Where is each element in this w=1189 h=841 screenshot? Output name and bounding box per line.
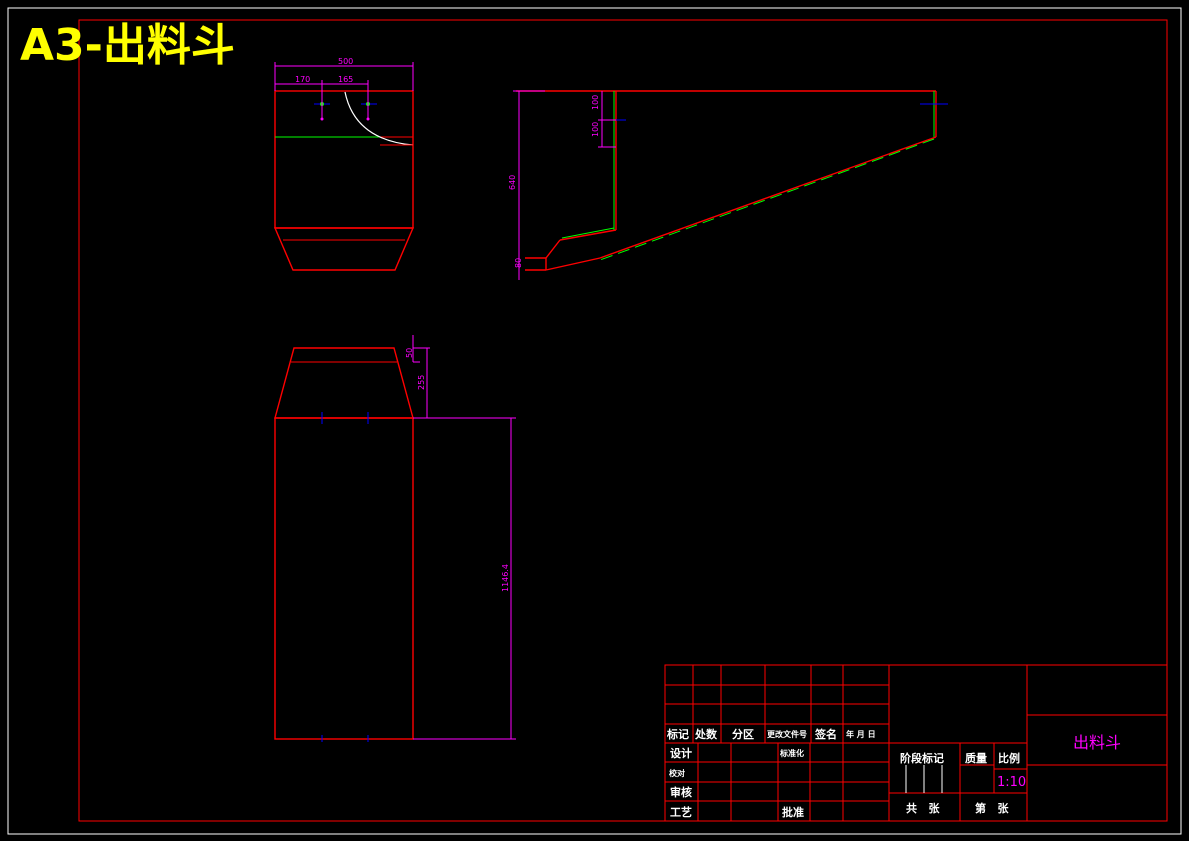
tb-weight-label: 质量	[965, 751, 987, 765]
tb-approve: 批准	[782, 805, 804, 819]
dim-top-left: 170	[295, 75, 310, 84]
tb-standard: 标准化	[779, 748, 804, 758]
dim-side-h1: 100	[591, 95, 600, 110]
dim-front-height: 1146.4	[501, 564, 510, 592]
tb-ratio-label: 比例	[998, 751, 1020, 765]
sheet-title: A3-出料斗	[20, 20, 235, 71]
tb-design: 设计	[670, 746, 692, 760]
tb-zone: 分区	[732, 727, 754, 741]
tb-proofread: 校对	[669, 768, 685, 778]
tb-review: 审核	[670, 785, 692, 799]
dim-side-total: 640	[508, 175, 517, 190]
tb-sign: 签名	[814, 727, 837, 741]
dim-side-h2: 100	[591, 122, 600, 137]
tb-mark: 标记	[666, 727, 689, 741]
tb-date: 年 月 日	[846, 729, 876, 739]
dim-front-50: 50	[405, 348, 414, 358]
tb-process: 工艺	[670, 805, 692, 819]
tb-total-sheets: 共 张	[906, 801, 940, 815]
dim-front-255: 255	[417, 375, 426, 390]
title-block: 标记 处数 分区 更改文件号 签名 年 月 日 设计 标准化 校对 审核 工艺 …	[664, 664, 1168, 822]
inner-border	[78, 19, 1168, 822]
tb-doc: 更改文件号	[767, 729, 807, 739]
side-view: 640 100 100 80	[508, 90, 948, 280]
dim-top-mid: 165	[338, 75, 353, 84]
outer-frame	[7, 7, 1182, 835]
tb-count: 处数	[694, 727, 718, 741]
dim-side-small: 80	[514, 258, 523, 268]
front-view: 50 255 1146.4	[274, 335, 516, 742]
tb-scale: 1:10	[997, 775, 1026, 790]
tb-stage-label: 阶段标记	[900, 751, 944, 765]
tb-part-name: 出料斗	[1073, 733, 1121, 752]
tb-sheet-no: 第 张	[975, 801, 1009, 815]
top-view: 500 170 165	[273, 57, 415, 271]
dim-top-width: 500	[338, 57, 353, 66]
